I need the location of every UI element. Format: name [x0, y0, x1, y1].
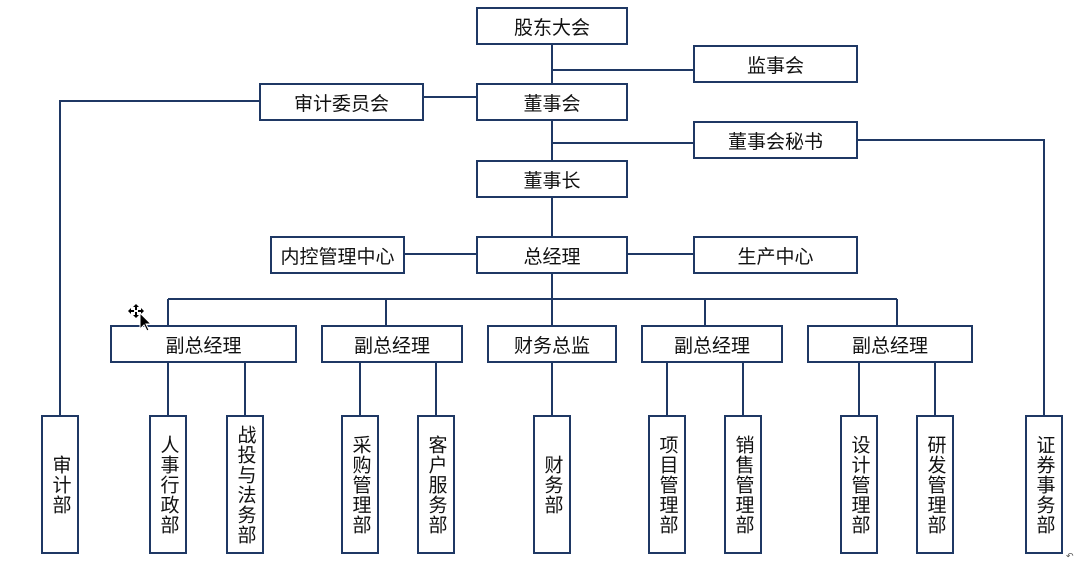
rnd-dept-box[interactable]: 研发管理部 — [916, 415, 954, 554]
design-dept-box[interactable]: 设计管理部 — [840, 415, 878, 554]
project-dept-box[interactable]: 项目管理部 — [648, 415, 686, 554]
customer-service-dept-box[interactable]: 客户服务部 — [417, 415, 455, 554]
production-center-box[interactable]: 生产中心 — [693, 236, 858, 274]
sales-dept-box[interactable]: 销售管理部 — [724, 415, 762, 554]
move-cursor-icon — [128, 304, 153, 331]
deputy-gm-box-1[interactable]: 副总经理 — [110, 325, 297, 363]
finance-dept-box[interactable]: 财务部 — [533, 415, 571, 554]
deputy-gm-box-3[interactable]: 副总经理 — [641, 325, 783, 363]
shareholders-meeting-box[interactable]: 股东大会 — [476, 7, 628, 45]
cfo-box[interactable]: 财务总监 — [487, 325, 617, 363]
deputy-gm-box-2[interactable]: 副总经理 — [321, 325, 463, 363]
procurement-dept-box[interactable]: 采购管理部 — [341, 415, 379, 554]
general-manager-box[interactable]: 总经理 — [476, 236, 628, 274]
deputy-gm-box-4[interactable]: 副总经理 — [807, 325, 973, 363]
supervisory-board-box[interactable]: 监事会 — [693, 45, 858, 83]
chairman-box[interactable]: 董事长 — [476, 160, 628, 198]
board-secretary-box[interactable]: 董事会秘书 — [693, 121, 858, 159]
securities-dept-box[interactable]: 证券事务部 — [1025, 415, 1063, 554]
resize-corner-icon: ↶ — [1066, 552, 1074, 562]
internal-control-center-box[interactable]: 内控管理中心 — [270, 236, 405, 274]
link-securities-dept — [858, 139, 1045, 415]
strategy-legal-dept-box[interactable]: 战投与法务部 — [226, 415, 264, 554]
board-of-directors-box[interactable]: 董事会 — [476, 83, 628, 121]
link-audit-dept — [59, 100, 259, 415]
audit-committee-box[interactable]: 审计委员会 — [259, 83, 424, 121]
hr-admin-dept-box[interactable]: 人事行政部 — [149, 415, 187, 554]
audit-dept-box[interactable]: 审计部 — [41, 415, 79, 554]
